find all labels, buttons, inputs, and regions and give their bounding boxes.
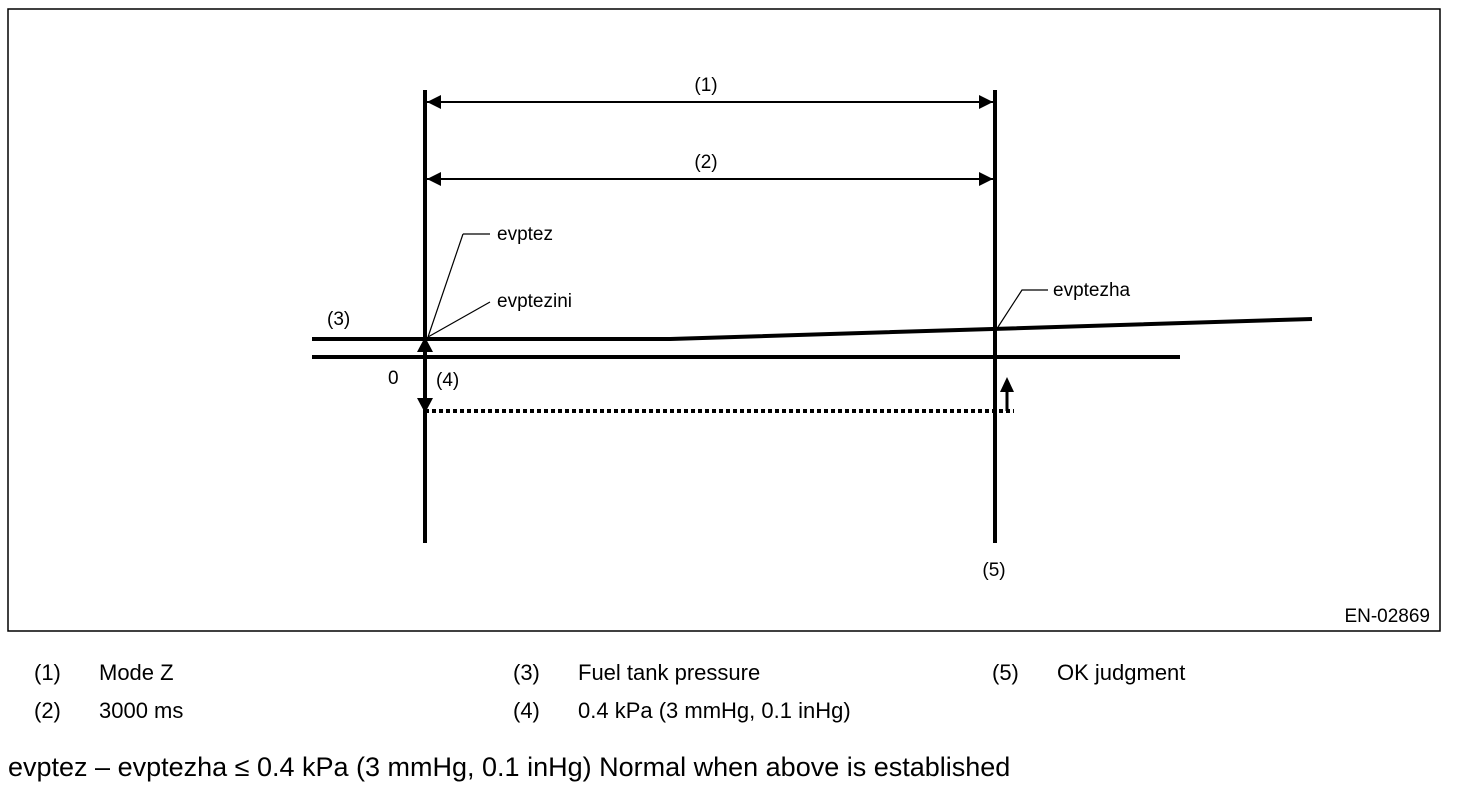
figure-id: EN-02869 — [1344, 606, 1430, 627]
legend-text: Mode Z — [99, 660, 174, 685]
evptezha-label: evptezha — [1053, 280, 1131, 301]
label-2: (2) — [694, 152, 717, 173]
legend: (1) Mode Z (2) 3000 ms (3) Fuel tank pre… — [0, 650, 1472, 740]
label-3: (3) — [327, 309, 350, 330]
label-1: (1) — [694, 75, 717, 96]
judgment-formula-caption: evptez – evptezha ≤ 0.4 kPa (3 mmHg, 0.1… — [8, 752, 1011, 782]
legend-number: (4) — [513, 698, 540, 723]
evaporative-pressure-timing-diagram: (1) (2) evptez evptezini evptezha (3) 0 … — [7, 8, 1441, 632]
legend-number: (3) — [513, 660, 540, 685]
legend-text: 3000 ms — [99, 698, 184, 723]
zero-label: 0 — [388, 368, 399, 389]
legend-text: Fuel tank pressure — [578, 660, 761, 685]
judgment-up-arrow-head — [1000, 377, 1014, 392]
legend-text: 0.4 kPa (3 mmHg, 0.1 inHg) — [578, 698, 851, 723]
evptez-label: evptez — [497, 224, 553, 245]
evptezini-label: evptezini — [497, 291, 572, 312]
legend-number: (5) — [992, 660, 1019, 685]
label-5: (5) — [982, 560, 1005, 581]
evptezini-leader — [427, 301, 491, 338]
figure-frame — [7, 8, 1441, 632]
evptezha-leader — [997, 289, 1048, 328]
threshold-arrow-down — [417, 398, 433, 413]
legend-text: OK judgment — [1057, 660, 1186, 685]
threshold-arrow-up — [417, 337, 433, 352]
evptez-leader — [427, 233, 464, 338]
fuel-tank-pressure-line — [312, 317, 1313, 341]
label-4: (4) — [436, 370, 459, 391]
legend-number: (1) — [34, 660, 61, 685]
legend-number: (2) — [34, 698, 61, 723]
